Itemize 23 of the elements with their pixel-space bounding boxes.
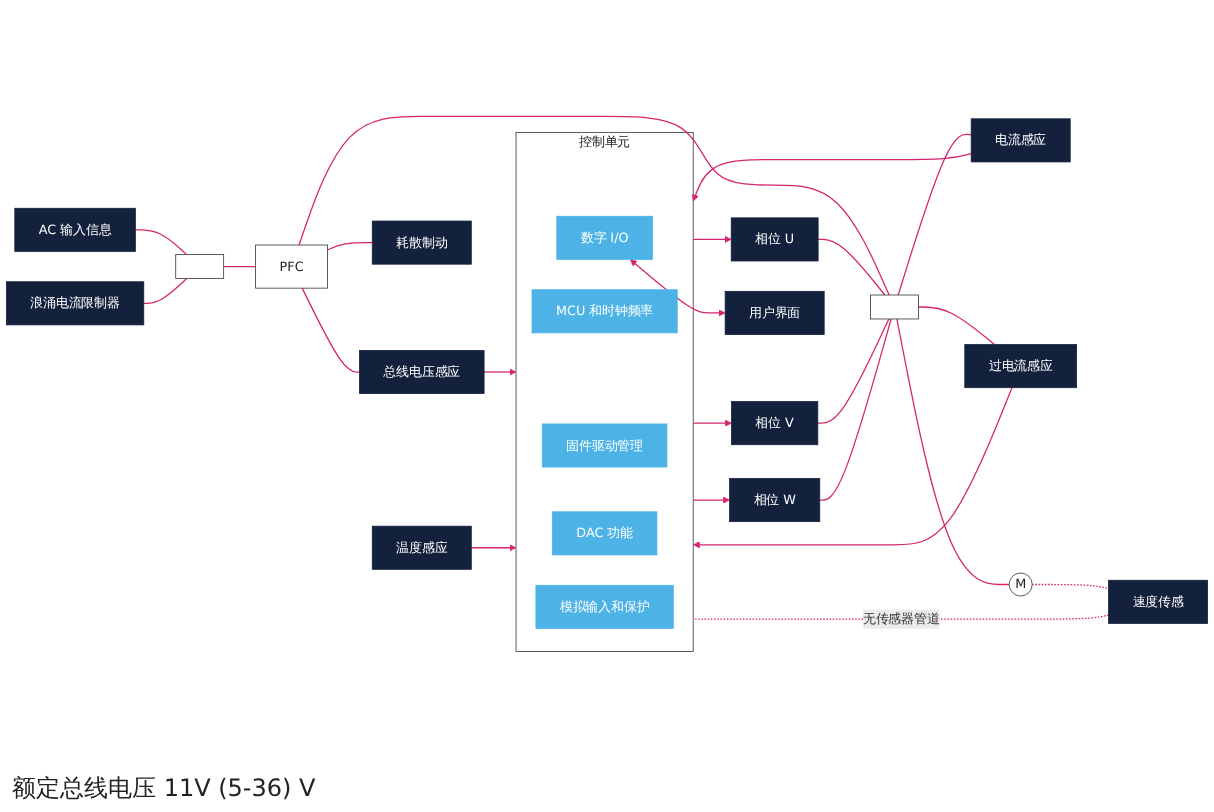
arrow xyxy=(692,419,732,427)
connector xyxy=(143,277,188,304)
connector xyxy=(896,318,1010,586)
arrow xyxy=(470,544,517,552)
node-box xyxy=(870,294,919,320)
bus-voltage-note: 额定总线电压 11V (5-36) V xyxy=(12,774,316,802)
arrow xyxy=(692,152,972,202)
connector xyxy=(1031,583,1110,590)
arrow xyxy=(692,496,730,504)
node-box xyxy=(175,254,225,279)
connector xyxy=(817,238,886,296)
connector xyxy=(819,318,892,501)
connector xyxy=(301,287,361,373)
arrow xyxy=(692,387,1013,549)
connector xyxy=(897,133,972,296)
connector xyxy=(134,229,188,256)
arrow xyxy=(692,235,732,243)
arrow xyxy=(483,368,517,376)
connector xyxy=(917,306,996,346)
connector xyxy=(223,265,257,268)
connector xyxy=(298,115,890,296)
connector xyxy=(326,242,373,251)
connector xyxy=(817,318,890,424)
